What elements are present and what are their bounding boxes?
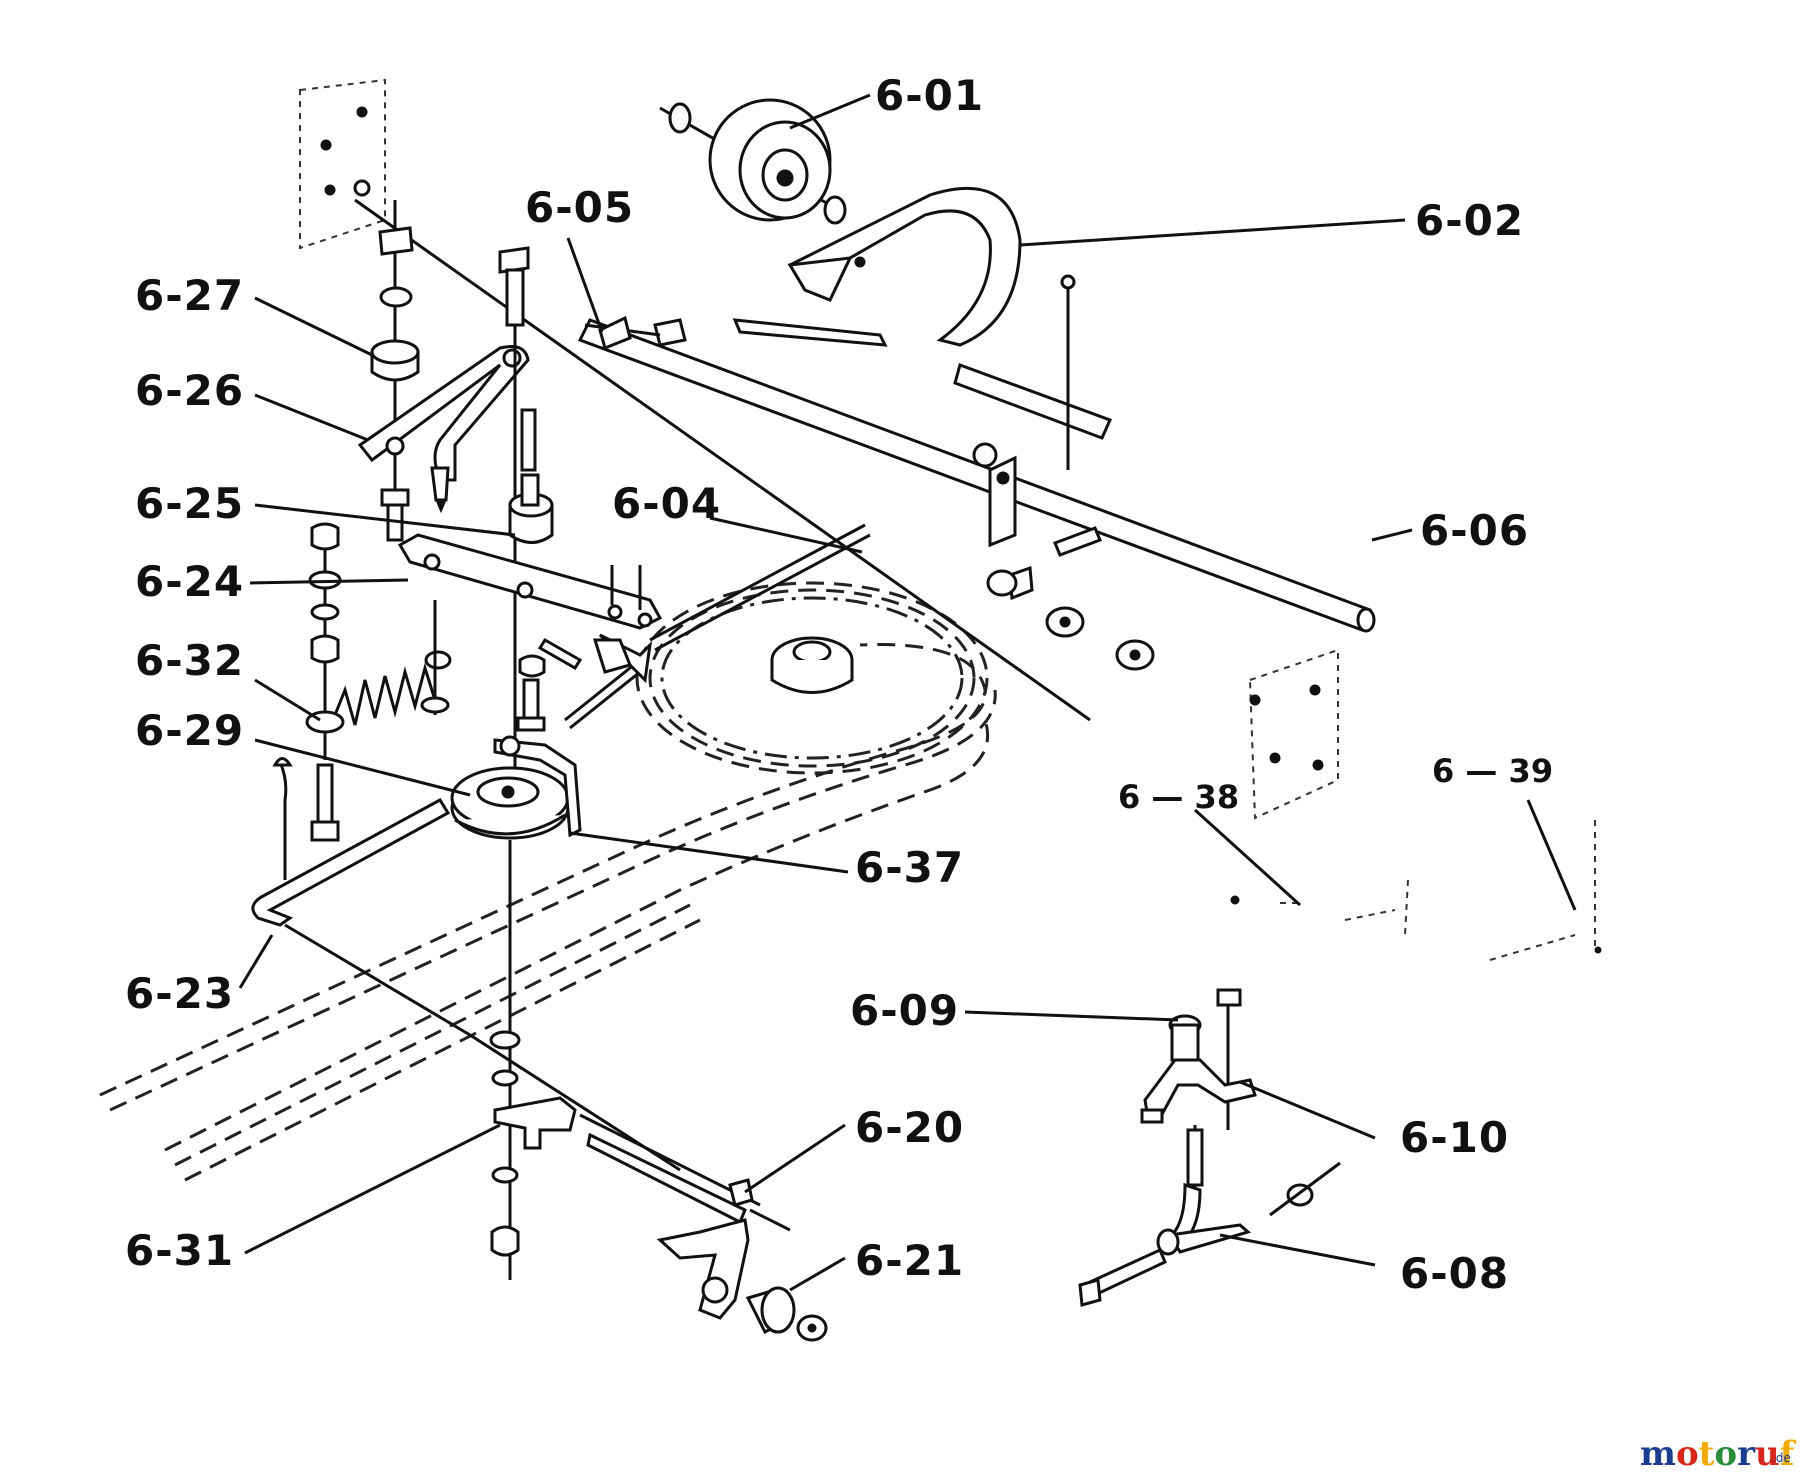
watermark-letter: r: [1737, 1434, 1756, 1474]
watermark-suffix: .de: [1772, 1451, 1791, 1465]
assembly-6-10: [1140, 988, 1257, 1130]
pulley-6-29: [450, 766, 570, 840]
idler-pulley-6-01: [659, 98, 847, 225]
part-labels: 6-01 6-02 6-05 6-27 6-26 6-25 6-04 6-06 …: [125, 71, 1553, 1298]
faint-parts-6-38-6-39: [1230, 820, 1602, 961]
label-6-20: 6-20: [855, 1103, 964, 1152]
label-6-08: 6-08: [1400, 1249, 1509, 1298]
bolt-6-25: [498, 246, 554, 780]
label-6-06: 6-06: [1420, 506, 1529, 555]
label-6-10: 6-10: [1400, 1113, 1509, 1162]
shaft-6-06: [354, 198, 1376, 722]
drive-pulley: [770, 636, 854, 694]
label-6-01: 6-01: [875, 71, 984, 120]
label-6-24: 6-24: [135, 557, 244, 606]
belt-guide-6-02: [584, 186, 1022, 351]
watermark-logo: motoruf .de: [1640, 1434, 1797, 1474]
label-6-05: 6-05: [525, 183, 634, 232]
label-6-39: 6 — 39: [1432, 752, 1553, 790]
label-6-23: 6-23: [125, 969, 234, 1018]
watermark-letter: o: [1676, 1434, 1699, 1474]
watermark-letter: o: [1714, 1434, 1737, 1474]
drive-belt: [99, 581, 997, 1182]
spring-6-32: [305, 600, 452, 734]
watermark-letter: f: [1780, 1434, 1797, 1474]
label-6-29: 6-29: [135, 706, 244, 755]
watermark-letter: m: [1640, 1434, 1676, 1474]
bolt-near-pulley: [516, 637, 583, 732]
shaft-stack-6-31: [489, 840, 577, 1280]
label-6-32: 6-32: [135, 636, 244, 685]
pin-bolt: [272, 757, 293, 880]
label-6-02: 6-02: [1415, 196, 1524, 245]
rod-6-04: [564, 523, 871, 730]
arm-6-37: [493, 735, 582, 838]
watermark-letter: u: [1755, 1434, 1780, 1474]
label-6-04: 6-04: [612, 479, 721, 528]
bolt-stack-6-27: [370, 200, 420, 542]
label-6-21: 6-21: [855, 1236, 964, 1285]
lever-6-20: [579, 1113, 791, 1320]
roller-6-21: [745, 1286, 828, 1342]
lever-6-08: [1078, 1125, 1341, 1307]
label-6-25: 6-25: [135, 479, 244, 528]
label-6-09: 6-09: [850, 986, 959, 1035]
watermark-text: motoruf: [1640, 1434, 1797, 1474]
nut-stack-6-24: [308, 522, 342, 842]
plate-6-24: [397, 533, 663, 674]
label-6-38: 6 — 38: [1118, 778, 1239, 816]
label-6-31: 6-31: [125, 1226, 234, 1275]
frame-bracket-left: [299, 78, 386, 250]
leader-lines: [238, 93, 1577, 1292]
bracket-6-26: [357, 345, 530, 514]
frame-bracket-right: [1248, 648, 1339, 820]
label-6-37: 6-37: [855, 843, 964, 892]
label-6-26: 6-26: [135, 366, 244, 415]
watermark-letter: t: [1699, 1434, 1715, 1474]
label-6-27: 6-27: [135, 271, 244, 320]
